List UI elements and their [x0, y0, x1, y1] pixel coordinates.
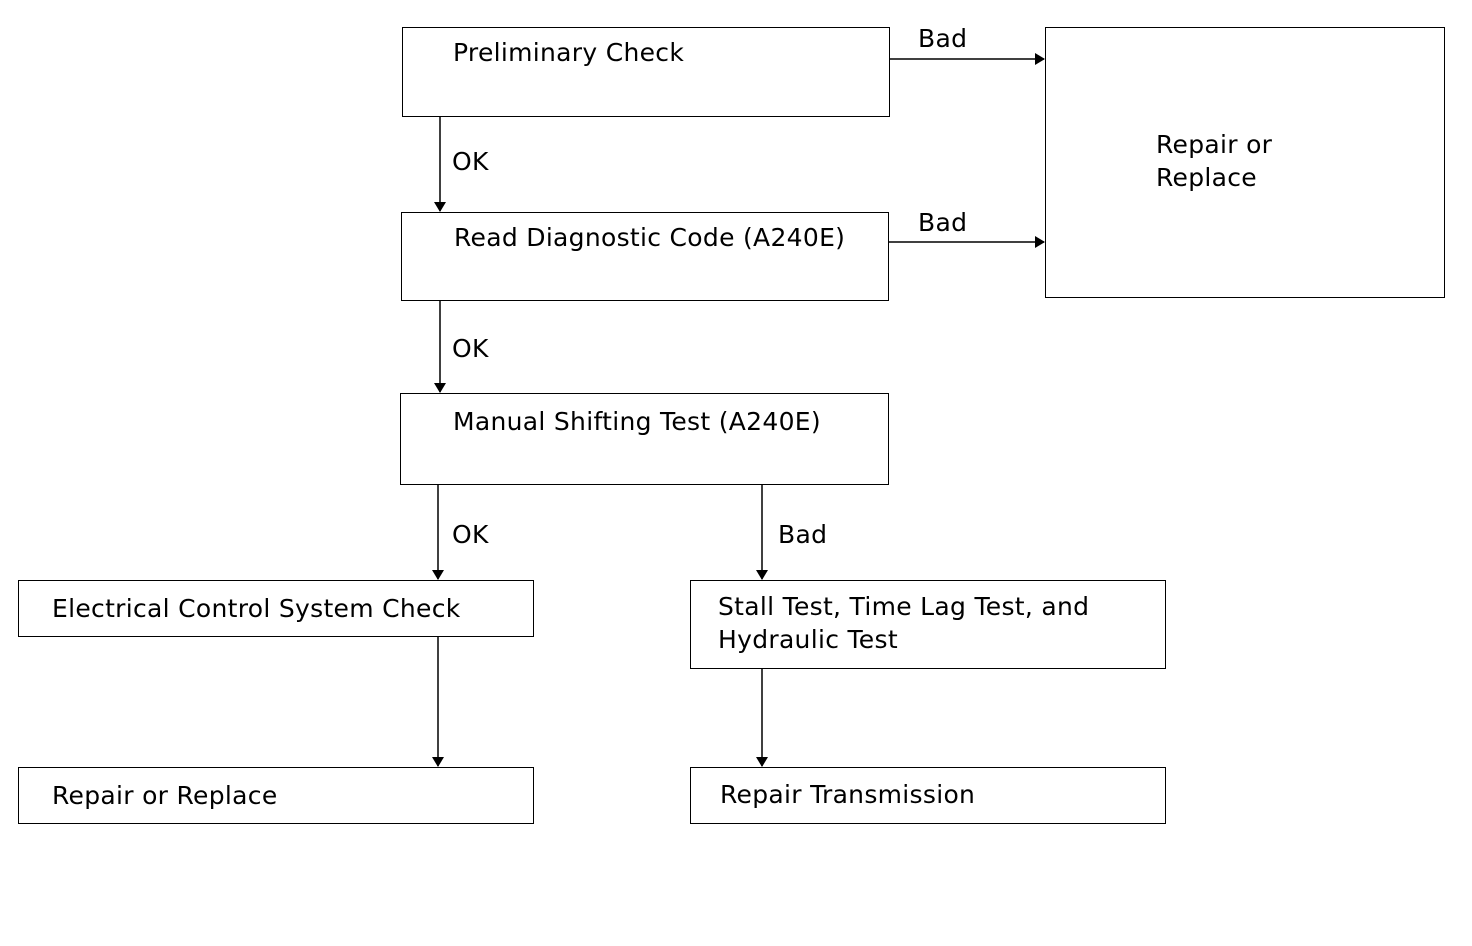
ok-label-preliminary: OK	[452, 147, 489, 176]
stall-test-label-line1: Stall Test, Time Lag Test, and	[718, 592, 1090, 621]
manual-shifting-test-box: Manual Shifting Test (A240E)	[400, 393, 889, 485]
preliminary-check-box: Preliminary Check	[402, 27, 890, 117]
repair-or-replace-box-right: Repair or Replace	[1045, 27, 1445, 298]
repair-or-replace-bottom-label: Repair or Replace	[52, 781, 278, 810]
bad-label-preliminary: Bad	[918, 24, 968, 53]
electrical-control-system-check-label: Electrical Control System Check	[52, 594, 461, 623]
repair-transmission-box: Repair Transmission	[690, 767, 1166, 824]
electrical-control-system-check-box: Electrical Control System Check	[18, 580, 534, 637]
bad-label-manual: Bad	[778, 520, 828, 549]
repair-transmission-label: Repair Transmission	[720, 780, 976, 809]
bad-label-diagnostic: Bad	[918, 208, 968, 237]
read-diagnostic-code-box: Read Diagnostic Code (A240E)	[401, 212, 889, 301]
ok-label-manual: OK	[452, 520, 489, 549]
stall-test-label-line2: Hydraulic Test	[718, 625, 898, 654]
preliminary-check-label: Preliminary Check	[453, 38, 685, 67]
manual-shifting-test-label: Manual Shifting Test (A240E)	[453, 407, 821, 436]
repair-or-replace-label-line1: Repair or	[1156, 130, 1273, 159]
ok-label-diagnostic: OK	[452, 334, 489, 363]
repair-or-replace-box-bottom: Repair or Replace	[18, 767, 534, 824]
repair-or-replace-label-line2: Replace	[1156, 163, 1257, 192]
stall-test-box: Stall Test, Time Lag Test, and Hydraulic…	[690, 580, 1166, 669]
read-diagnostic-code-label: Read Diagnostic Code (A240E)	[454, 223, 846, 252]
